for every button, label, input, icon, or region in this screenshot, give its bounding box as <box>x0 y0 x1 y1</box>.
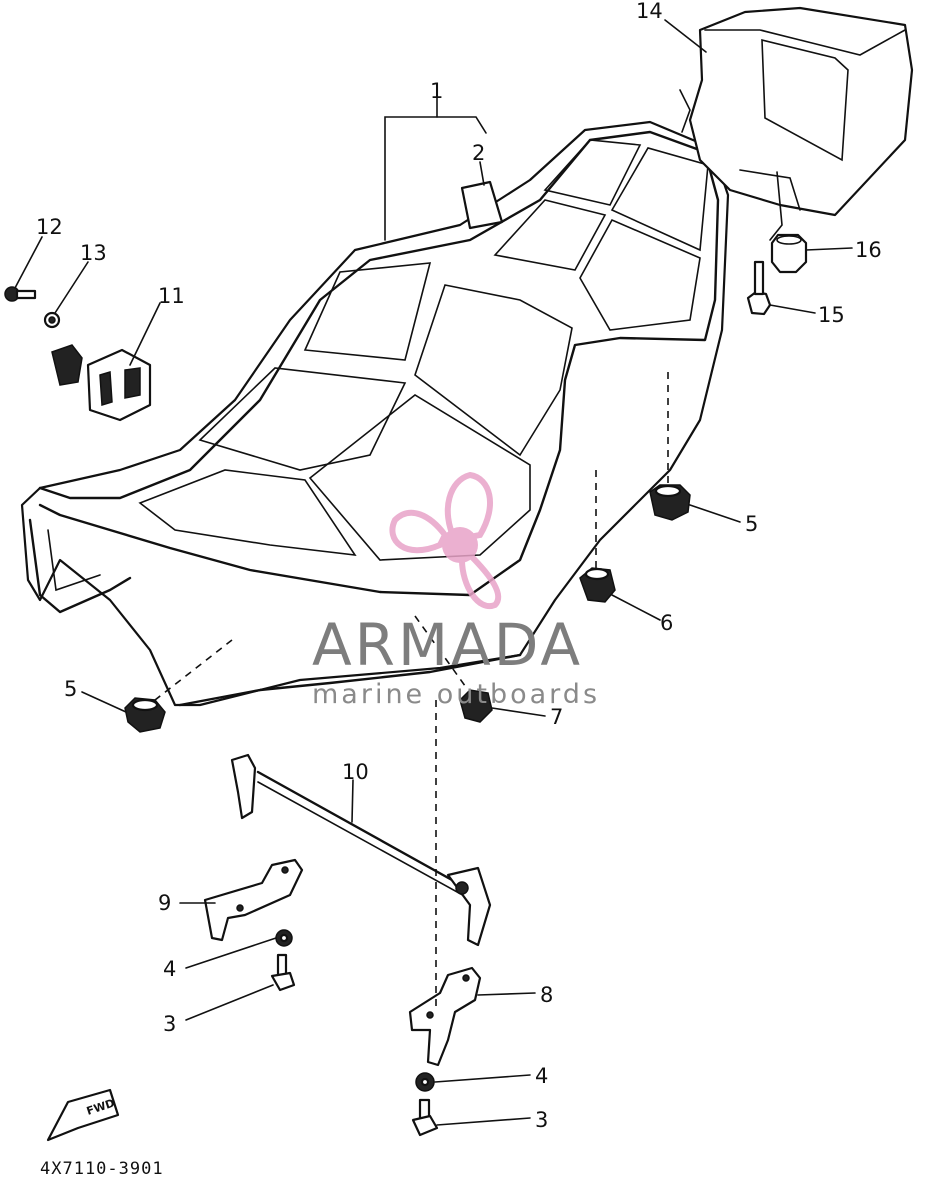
callout-5-right: 5 <box>745 512 758 536</box>
seat-assembly <box>20 120 730 707</box>
damper-16 <box>770 233 808 274</box>
propeller-logo <box>389 471 502 610</box>
bracket-8 <box>408 966 482 1067</box>
callout-3-upper: 3 <box>163 1012 176 1036</box>
watermark-brand: ARMADA <box>312 611 583 679</box>
diagram-code: 4X7110-3901 <box>40 1159 164 1178</box>
callout-10: 10 <box>342 760 369 784</box>
assembly-lines <box>154 372 669 1010</box>
callout-12: 12 <box>36 215 63 239</box>
callout-3-lower: 3 <box>535 1108 548 1132</box>
damper-7 <box>459 689 493 723</box>
bolt-3-lower <box>411 1098 439 1137</box>
backrest-mount-leader <box>769 171 783 241</box>
nut-4-upper <box>275 929 293 947</box>
callout-8: 8 <box>540 983 553 1007</box>
seat-outline <box>20 120 730 707</box>
callout-14: 14 <box>636 0 663 23</box>
callout-5-left: 5 <box>64 677 77 701</box>
fwd-arrow: FWD <box>46 1088 120 1142</box>
callout-4-upper: 4 <box>163 957 176 981</box>
lock-screw <box>4 286 37 302</box>
backrest-box <box>679 6 914 217</box>
seat-strap <box>460 180 504 230</box>
callout-7: 7 <box>550 705 563 729</box>
bolt-15 <box>746 260 772 316</box>
lock-washer <box>43 311 61 329</box>
watermark: ARMADA marine outboards <box>312 471 600 710</box>
callout-16: 16 <box>855 238 882 262</box>
damper-5-left <box>124 697 166 733</box>
damper-5-right <box>649 484 691 521</box>
callout-4-lower: 4 <box>535 1064 548 1088</box>
callout-2: 2 <box>472 141 485 165</box>
bolt-3-upper <box>270 953 296 992</box>
callout-1: 1 <box>430 79 443 103</box>
bracket-9 <box>203 858 304 942</box>
callout-9: 9 <box>158 891 171 915</box>
watermark-tagline: marine outboards <box>312 679 600 710</box>
callout-13: 13 <box>80 241 107 265</box>
callout-labels: 1 2 14 16 15 12 13 11 5 6 7 5 10 9 4 3 8… <box>36 0 882 1132</box>
seat-lock <box>51 344 152 422</box>
seat-rod <box>230 753 492 947</box>
callout-15: 15 <box>818 303 845 327</box>
damper-6 <box>579 567 616 603</box>
leader-lines <box>14 19 853 1126</box>
nut-4-lower <box>415 1072 435 1092</box>
callout-11: 11 <box>158 284 185 308</box>
callout-6: 6 <box>660 611 673 635</box>
